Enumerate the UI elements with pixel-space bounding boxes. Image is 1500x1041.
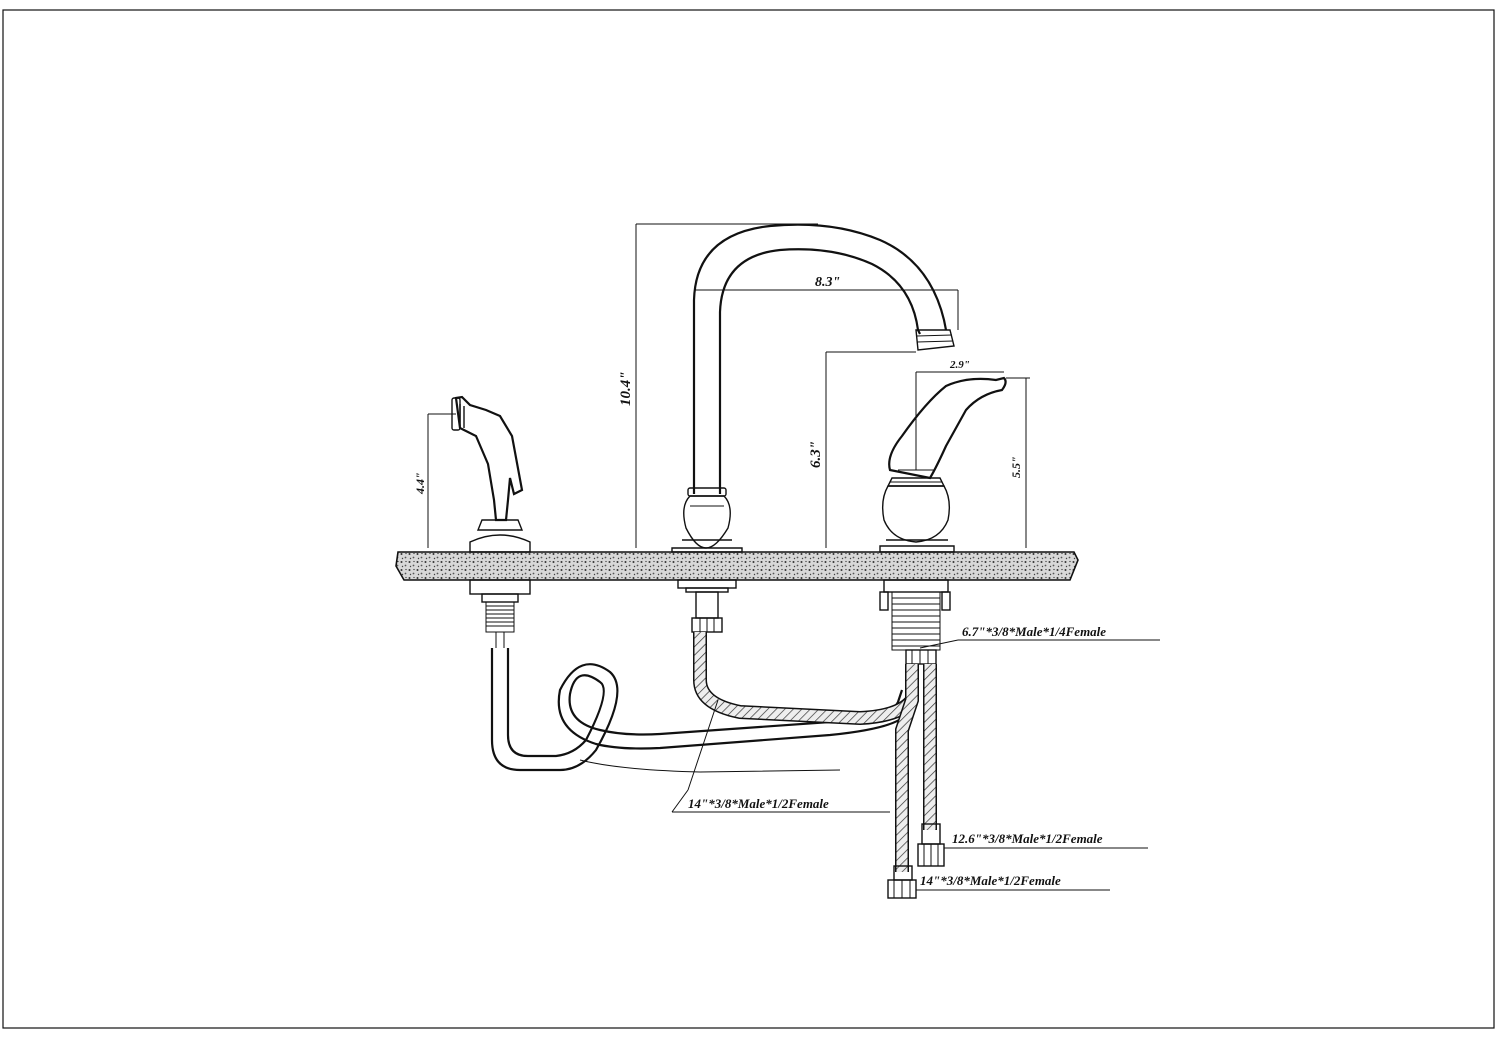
dim-sprayer-height: 4.4" — [413, 472, 427, 495]
label-hot-hose: 12.6"*3/8*Male*1/2Female — [952, 831, 1103, 846]
dim-spout-reach: 8.3" — [815, 275, 840, 290]
label-outlet-hose: 14"*3/8*Male*1/2Female — [920, 873, 1061, 888]
supply-hoses — [887, 664, 945, 899]
countertop — [395, 551, 1079, 581]
dim-handle-width: 2.9" — [949, 359, 970, 371]
drawing-frame — [2, 9, 1495, 1029]
dim-handle-height: 5.5" — [1009, 456, 1023, 478]
dim-overall-height: 10.4" — [618, 371, 634, 406]
spout-braided-hose — [693, 632, 918, 726]
sprayer-hose — [490, 648, 916, 773]
label-cold-hose: 6.7"*3/8*Male*1/4Female — [962, 624, 1106, 639]
dimension-labels: 10.4" 8.3" 6.3" 2.9" 5.5" 4.4" — [413, 275, 1023, 495]
side-sprayer — [451, 395, 531, 648]
label-sprayer-hose: 14"*3/8*Male*1/2Female — [688, 796, 829, 811]
dim-spout-clearance: 6.3" — [808, 441, 824, 468]
handle-valve — [879, 376, 1007, 665]
spout — [671, 223, 955, 633]
hose-labels: 6.7"*3/8*Male*1/4Female 14"*3/8*Male*1/2… — [688, 624, 1106, 888]
dimension-lines — [427, 223, 1160, 891]
